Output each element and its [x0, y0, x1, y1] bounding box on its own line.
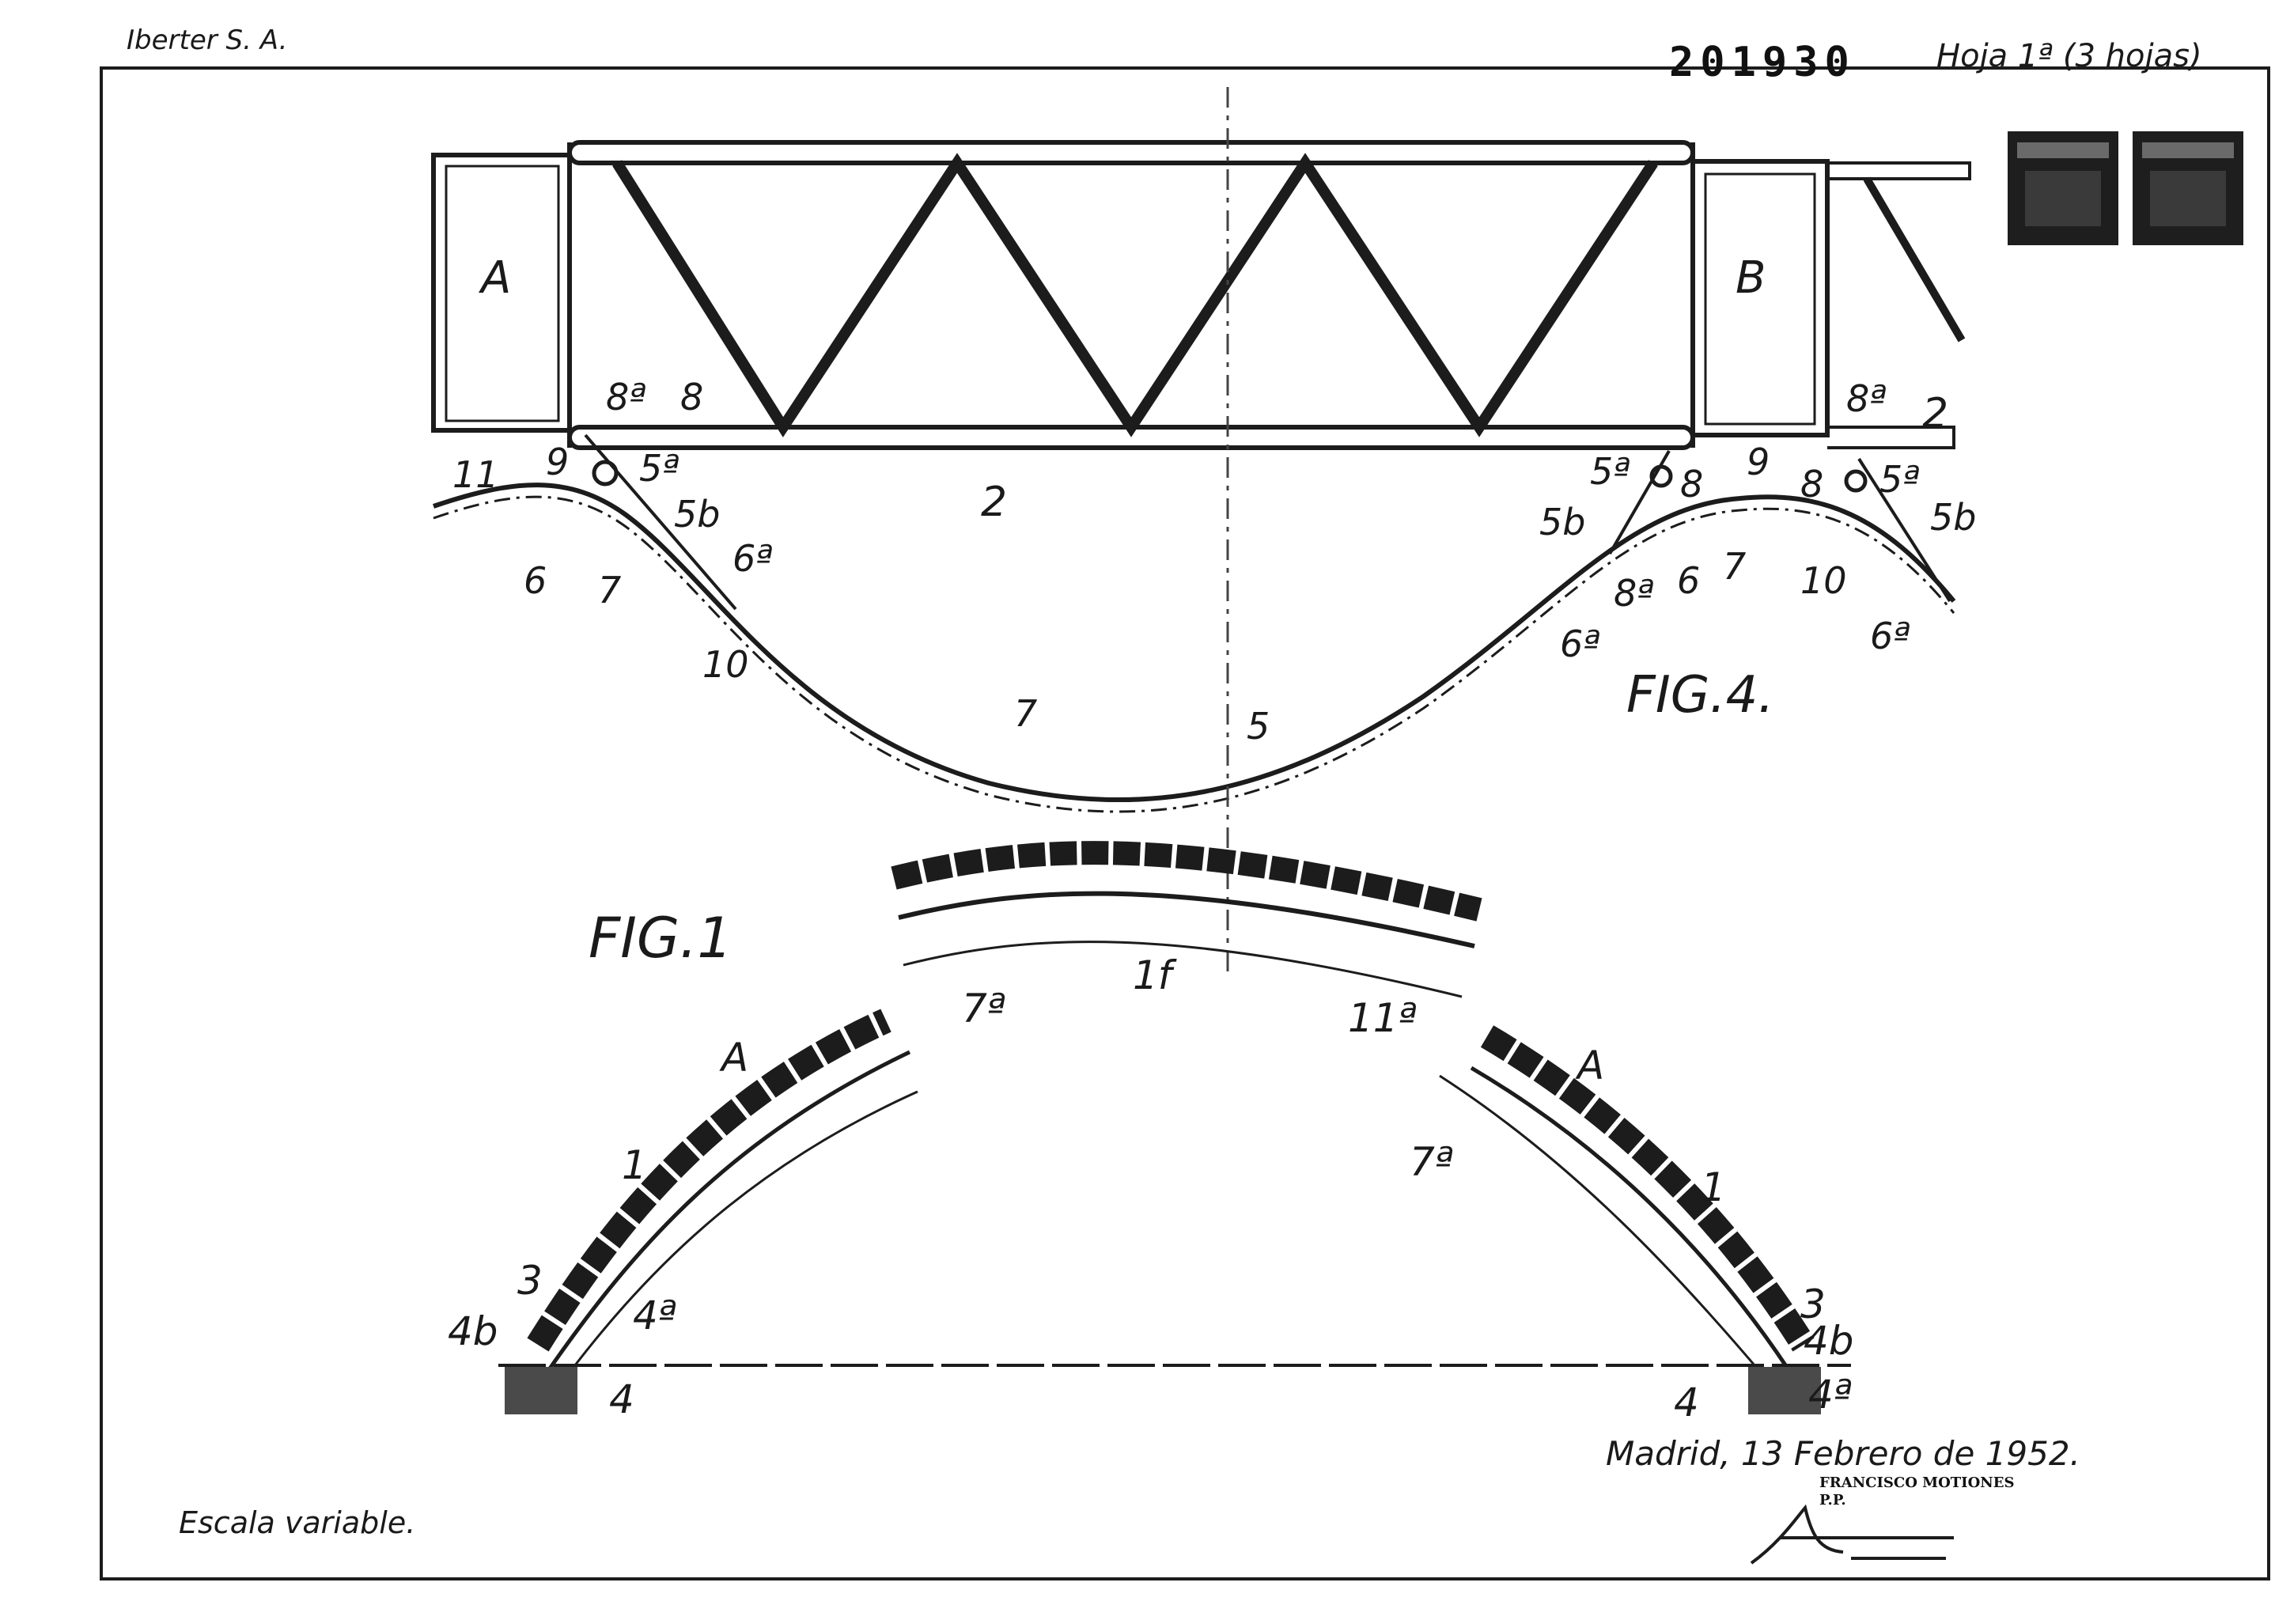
signer-name: FRANCISCO MOTIONES [1819, 1474, 2014, 1491]
ref-8a-right-b: 8ª [1846, 377, 1887, 420]
ref-7-left: 7 [598, 569, 621, 611]
sheet-border [100, 66, 2270, 1580]
ref-9-left: 9 [546, 441, 569, 483]
fig1-arch [498, 841, 1851, 1414]
ref-7a-right: 7ª [1410, 1139, 1453, 1185]
ref-4b-left: 4b [448, 1308, 498, 1354]
ref-6-right: 6 [1677, 559, 1700, 602]
sheet-count: Hoja 1ª (3 hojas) [1936, 38, 2202, 74]
patent-number: 201930 [1669, 39, 1856, 86]
ref-6-left: 6 [524, 559, 547, 602]
fig1-title: FIG.1 [589, 906, 732, 971]
signer-role: P.P. [1819, 1492, 1846, 1509]
ref-5b-right-b: 5b [1930, 496, 1976, 539]
place-date: Madrid, 13 Febrero de 1952. [1606, 1434, 2080, 1473]
ref-4b-right: 4b [1804, 1318, 1854, 1364]
ref-3-left: 3 [517, 1258, 543, 1304]
ref-8-right-b: 8 [1800, 463, 1823, 505]
fig4-reference-numerals: 2 2 8ª 8 9 5ª 5b 11 6 7 6ª 10 7 5 5ª 8 5… [452, 376, 1976, 748]
fig4-curved-form [433, 433, 1956, 813]
ref-1-left: 1 [622, 1142, 647, 1188]
ref-3-right: 3 [1800, 1281, 1826, 1327]
ref-2-bottom-chord: 2 [981, 479, 1007, 526]
signature [1750, 1504, 1954, 1565]
ref-8-right-a: 8 [1680, 463, 1703, 505]
ref-5-center: 5 [1247, 705, 1270, 748]
ref-11a: 11ª [1348, 995, 1417, 1041]
ref-5b-left: 5b [674, 493, 720, 536]
ref-A-right: A [1575, 1043, 1604, 1088]
ref-4-right: 4 [1674, 1380, 1699, 1425]
ref-10-right: 10 [1800, 559, 1847, 602]
fig4-title: FIG.4. [1626, 666, 1774, 725]
ref-7-center: 7 [1014, 692, 1037, 735]
ref-4-left: 4 [609, 1376, 634, 1422]
ref-9-right: 9 [1747, 441, 1770, 483]
ref-8a-left: 8ª [606, 376, 646, 418]
ref-5a-right-b: 5ª [1879, 458, 1920, 501]
ref-1f: 1f [1133, 952, 1177, 998]
ref-7a-top-left: 7ª [962, 986, 1005, 1032]
ref-8-left: 8 [680, 376, 703, 418]
ref-1-right: 1 [1701, 1164, 1726, 1210]
ref-5b-right-a: 5b [1539, 501, 1585, 543]
ref-7-right: 7 [1723, 545, 1746, 588]
bay-b-label: B [1736, 252, 1766, 304]
ref-6a-right-a: 6ª [1560, 623, 1600, 665]
ref-4a-right: 4ª [1808, 1372, 1852, 1418]
revenue-stamps [2008, 131, 2243, 245]
bay-a-label: A [479, 252, 511, 304]
ref-5a-left: 5ª [639, 447, 679, 490]
fig4-truss [431, 140, 1971, 450]
ref-6a-right-b: 6ª [1870, 615, 1910, 657]
ref-10-left: 10 [702, 643, 749, 686]
fig1-reference-numerals: 1f 7ª 11ª A 7ª A 1 7ª 1 3 4b 4ª 4 3 4b 4… [448, 952, 1854, 1425]
ref-4a-left: 4ª [633, 1293, 676, 1338]
ref-2-right: 2 [1922, 390, 1948, 437]
ref-5a-right-a: 5ª [1590, 450, 1630, 493]
scale-note: Escala variable. [179, 1505, 415, 1540]
ref-8a-right-a: 8ª [1614, 572, 1654, 615]
company-name: Iberter S. A. [127, 25, 287, 56]
ref-6a-left: 6ª [732, 537, 773, 580]
ref-11: 11 [452, 453, 499, 496]
ref-A-left: A [719, 1035, 748, 1081]
